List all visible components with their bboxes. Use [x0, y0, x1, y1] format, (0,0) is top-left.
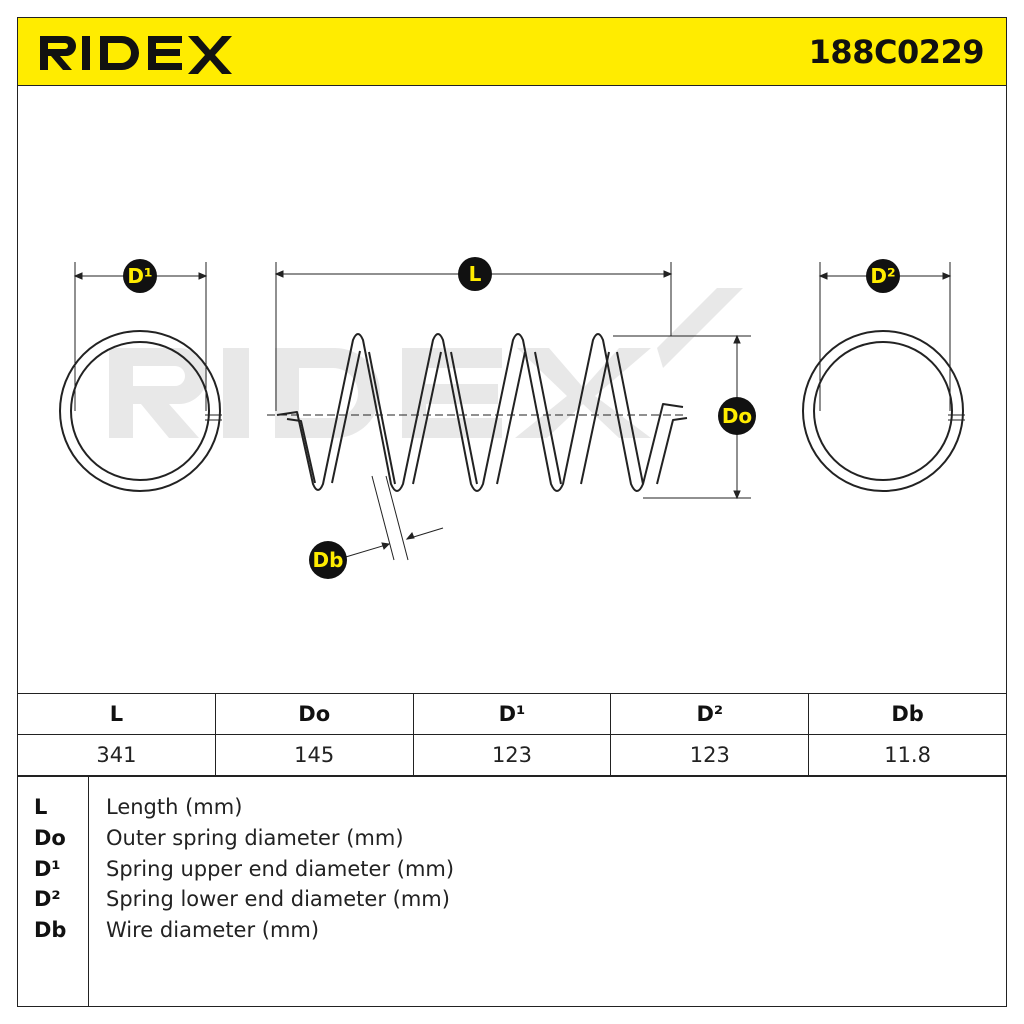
part-number: 188C0229	[808, 33, 985, 71]
value-l: 341	[17, 734, 216, 776]
legend-key: Do	[34, 826, 66, 850]
db-marker	[309, 541, 347, 579]
l-dimension	[274, 262, 673, 411]
l-label: L	[469, 262, 482, 286]
header-do: Do	[214, 693, 414, 735]
lower-end-ring	[802, 330, 965, 492]
value-db: 11.8	[808, 734, 1007, 776]
header-l: L	[17, 693, 216, 735]
legend-desc: Wire diameter (mm)	[106, 918, 320, 942]
d2-marker	[866, 259, 900, 293]
header-db: Db	[808, 693, 1007, 735]
legend-box: L Length (mm) Do Outer spring diameter (…	[17, 776, 1007, 1007]
d1-label: D¹	[127, 264, 152, 288]
spring-diagram-svg: D¹ L D	[59, 257, 965, 579]
spring-coils	[267, 333, 688, 492]
db-dimension	[338, 475, 444, 561]
value-d1: 123	[412, 734, 612, 776]
header-d2: D²	[610, 693, 810, 735]
specs-table: L Do D¹ D² Db 341 145 123 123 11.8	[17, 693, 1007, 776]
legend-key: D²	[34, 887, 61, 911]
d1-marker	[123, 259, 157, 293]
ridex-logo	[40, 36, 232, 74]
legend-key: D¹	[34, 857, 61, 881]
d2-label: D²	[870, 264, 895, 288]
legend-item: D¹ Spring upper end diameter (mm)	[18, 854, 1006, 884]
spring-drawing: D¹ L D	[17, 86, 1007, 694]
upper-end-ring	[59, 330, 222, 492]
legend-desc: Spring lower end diameter (mm)	[106, 887, 450, 911]
legend-key: Db	[34, 918, 67, 942]
legend-item: D² Spring lower end diameter (mm)	[18, 884, 1006, 914]
legend-desc: Spring upper end diameter (mm)	[106, 857, 455, 881]
legend-item: Db Wire diameter (mm)	[18, 915, 1006, 945]
specs-header-row: L Do D¹ D² Db	[17, 693, 1007, 735]
db-label: Db	[313, 548, 344, 572]
header-d1: D¹	[412, 693, 612, 735]
legend-divider	[88, 777, 89, 1006]
legend-item: Do Outer spring diameter (mm)	[18, 823, 1006, 853]
l-marker	[458, 257, 492, 291]
legend-desc: Length (mm)	[106, 795, 243, 819]
legend-desc: Outer spring diameter (mm)	[106, 826, 404, 850]
value-do: 145	[214, 734, 414, 776]
header-bar: 188C0229	[17, 17, 1007, 86]
legend-key: L	[34, 795, 48, 819]
specs-value-row: 341 145 123 123 11.8	[17, 734, 1007, 776]
legend-item: L Length (mm)	[18, 792, 1006, 822]
do-marker	[718, 397, 756, 435]
value-d2: 123	[610, 734, 810, 776]
do-label: Do	[722, 404, 752, 428]
